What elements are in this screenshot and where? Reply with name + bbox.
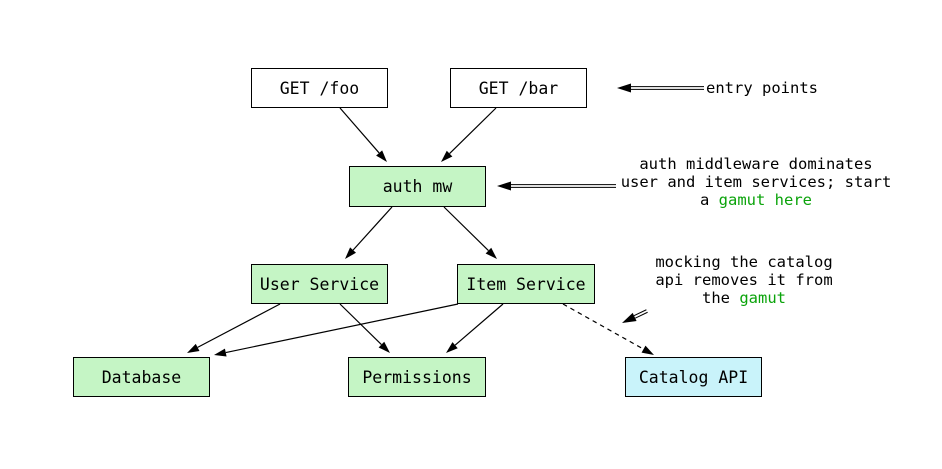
annotation-text: user and item services; start [620,173,892,191]
node-item-service: Item Service [457,264,595,304]
node-auth-mw: auth mw [349,166,486,207]
node-database: Database [73,357,210,397]
node-get-foo-label: GET /foo [279,78,360,98]
annotation-text: entry points [706,79,818,97]
annotation-entry-points: entry points [706,79,818,97]
node-catalog-api: Catalog API [625,357,762,397]
node-auth-mw-label: auth mw [382,177,453,196]
annotation-text: auth middleware dominates [639,155,873,173]
annotation-text: the [702,289,740,307]
node-get-foo: GET /foo [251,68,388,108]
annotation-highlight-text: gamut [739,289,786,307]
annotation-catalog-note-line: api removes it from [655,271,832,289]
annotation-entry-points-line: entry points [706,79,818,97]
node-database-label: Database [101,367,182,387]
annotation-text: a [700,191,719,209]
node-item-service-label: Item Service [466,274,586,294]
annotation-catalog-note-line: mocking the catalog [655,253,832,271]
annotation-auth-note-line: user and item services; start [621,173,892,191]
node-user-service: User Service [251,264,388,304]
annotation-text: mocking the catalog [655,253,833,271]
node-permissions: Permissions [348,357,486,397]
node-catalog-api-label: Catalog API [638,367,749,387]
annotation-auth-note-line: auth middleware dominates [621,155,892,173]
annotation-text: api removes it from [655,271,833,289]
node-user-service-label: User Service [259,274,380,294]
annotation-catalog-note-line: the gamut [655,289,832,307]
node-get-bar-label: GET /bar [478,78,559,98]
annotation-highlight-text: gamut here [718,191,812,209]
annotation-auth-note-line: a gamut here [621,191,892,209]
node-get-bar: GET /bar [450,68,587,108]
node-permissions-label: Permissions [362,367,472,387]
